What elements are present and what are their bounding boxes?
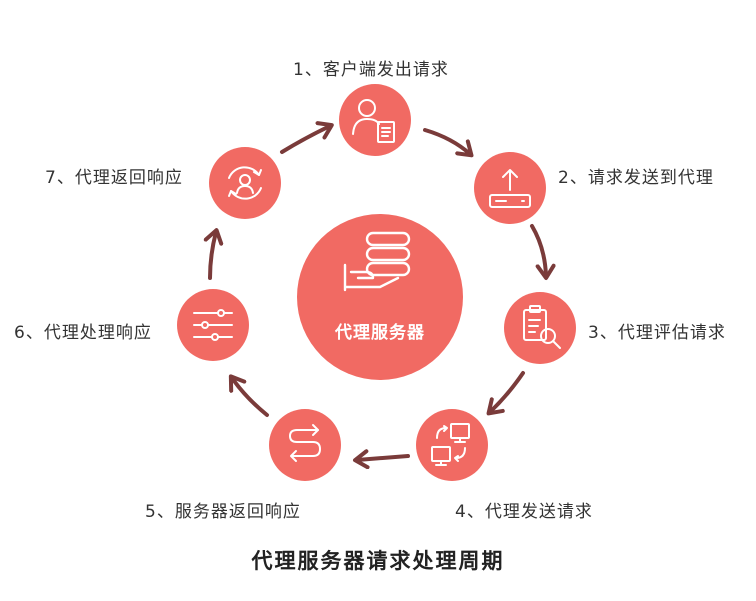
step-4-circle [416,409,488,481]
step-3-label: 3、代理评估请求 [588,323,726,343]
center-circle [297,214,463,380]
step-5-label: 5、服务器返回响应 [145,502,301,522]
arrow-3-to-4 [486,371,525,416]
arrow-1-to-2 [423,128,474,158]
arrow-7-to-1 [280,121,334,154]
arrow-5-to-6 [228,374,269,417]
step-6-label: 6、代理处理响应 [14,323,152,343]
computers-exchange-icon [431,423,470,466]
upload-device-icon [489,169,531,208]
step-7-label: 7、代理返回响应 [45,168,183,188]
user-document-icon [352,99,395,143]
clipboard-search-icon [523,305,561,349]
diagram-title: 代理服务器请求处理周期 [251,549,505,573]
center-label: 代理服务器 [335,323,425,343]
step-5-circle [269,409,341,481]
arrow-4-to-5 [353,449,410,470]
step-2-label: 2、请求发送到代理 [558,168,714,188]
arrow-2-to-3 [530,224,556,280]
server-hand-icon [343,231,411,292]
route-arrow-icon [289,424,321,462]
user-refresh-icon [228,166,262,200]
step-1-label: 1、客户端发出请求 [293,60,449,80]
step-3-circle [504,292,576,364]
sliders-icon [193,309,233,341]
arrow-6-to-7 [203,228,224,280]
step-7-circle [209,147,281,219]
step-4-label: 4、代理发送请求 [455,502,593,522]
